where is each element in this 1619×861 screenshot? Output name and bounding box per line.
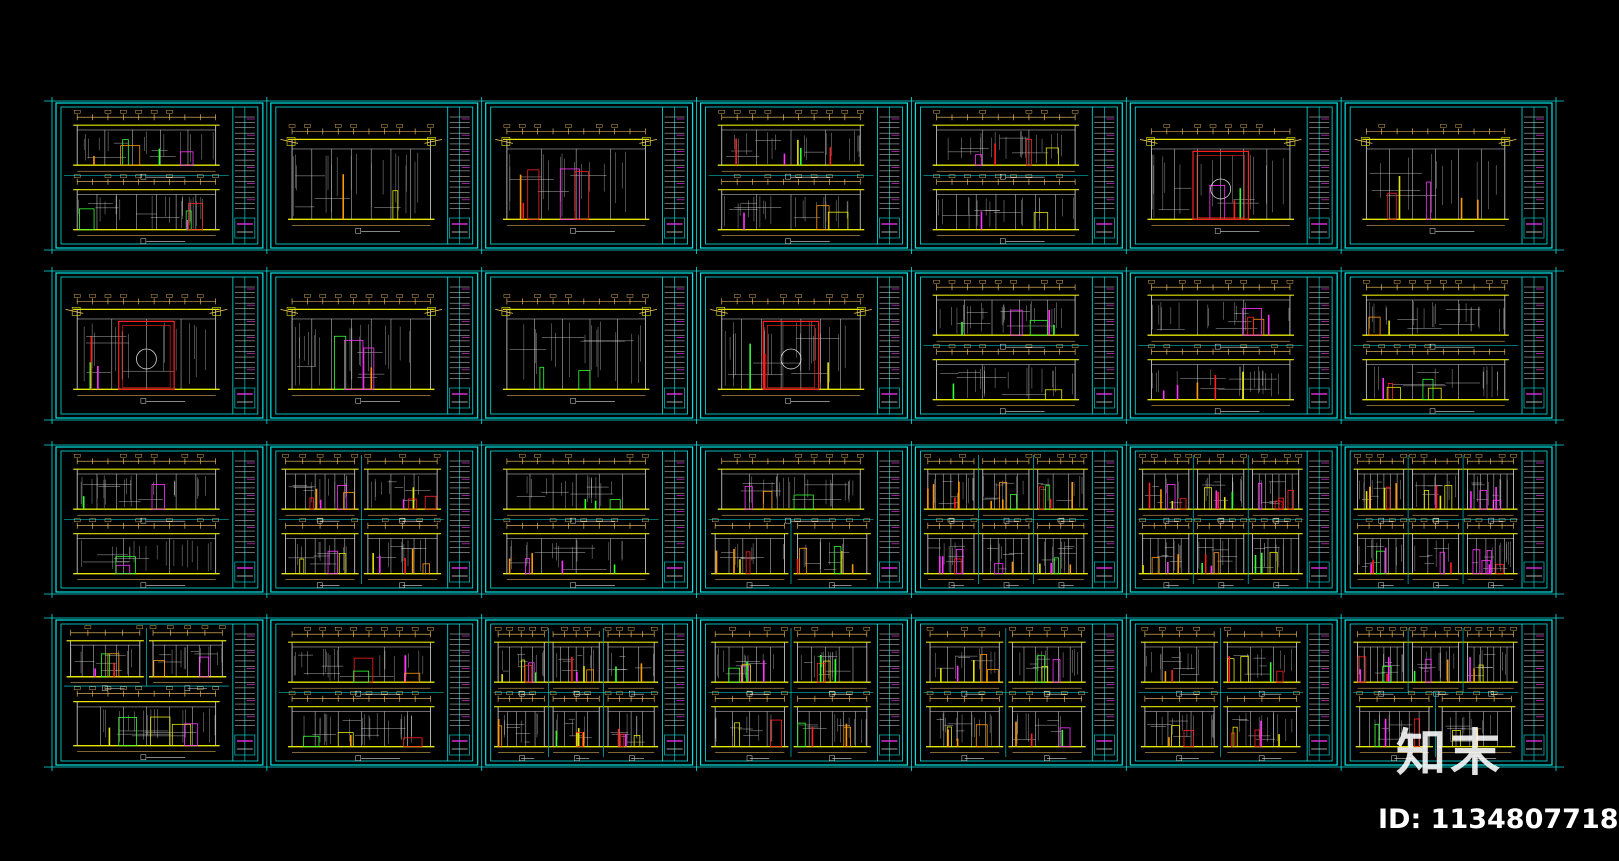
row-3-guides xyxy=(44,441,1564,598)
row-3-sheet-1 xyxy=(55,446,264,593)
row-2-sheet-3 xyxy=(485,272,694,419)
row-3-sheet-2 xyxy=(270,446,479,593)
row-2-guides xyxy=(44,267,1564,424)
image-id-label: ID: 1134807718 xyxy=(1378,804,1619,835)
row-1-sheet-6 xyxy=(1129,102,1338,249)
row-4-guides xyxy=(44,614,1564,771)
row-4-sheet-4 xyxy=(699,619,909,766)
row-3-sheet-6 xyxy=(1129,446,1338,593)
znzmo-logo: 知末 xyxy=(1396,722,1556,784)
row-1-sheet-3 xyxy=(485,102,694,249)
row-4-sheet-6 xyxy=(1129,619,1338,766)
row-3-sheet-4 xyxy=(699,446,909,593)
row-3-sheet-5 xyxy=(914,446,1123,593)
row-1-sheet-7 xyxy=(1344,102,1553,249)
row-3-sheet-3 xyxy=(485,446,694,593)
row-2-sheet-4 xyxy=(699,272,909,419)
row-1-sheet-1 xyxy=(55,102,264,249)
row-2-sheet-7 xyxy=(1344,272,1553,419)
row-2-sheet-6 xyxy=(1129,272,1338,419)
logo-text: 知末 xyxy=(1396,724,1504,782)
row-4-sheet-1 xyxy=(55,619,264,766)
row-2-sheet-2 xyxy=(270,272,479,419)
row-4-sheet-3 xyxy=(485,619,694,766)
row-1-sheet-4 xyxy=(699,102,909,249)
row-2-sheet-5 xyxy=(914,272,1123,419)
row-1-guides xyxy=(44,97,1564,254)
row-4-sheet-7 xyxy=(1344,619,1553,766)
row-4-sheet-5 xyxy=(914,619,1123,766)
row-1-sheet-5 xyxy=(914,102,1123,249)
row-4-sheet-2 xyxy=(270,619,479,766)
row-3-sheet-7 xyxy=(1344,446,1553,593)
row-2-sheet-1 xyxy=(55,272,264,419)
row-1-sheet-2 xyxy=(270,102,479,249)
